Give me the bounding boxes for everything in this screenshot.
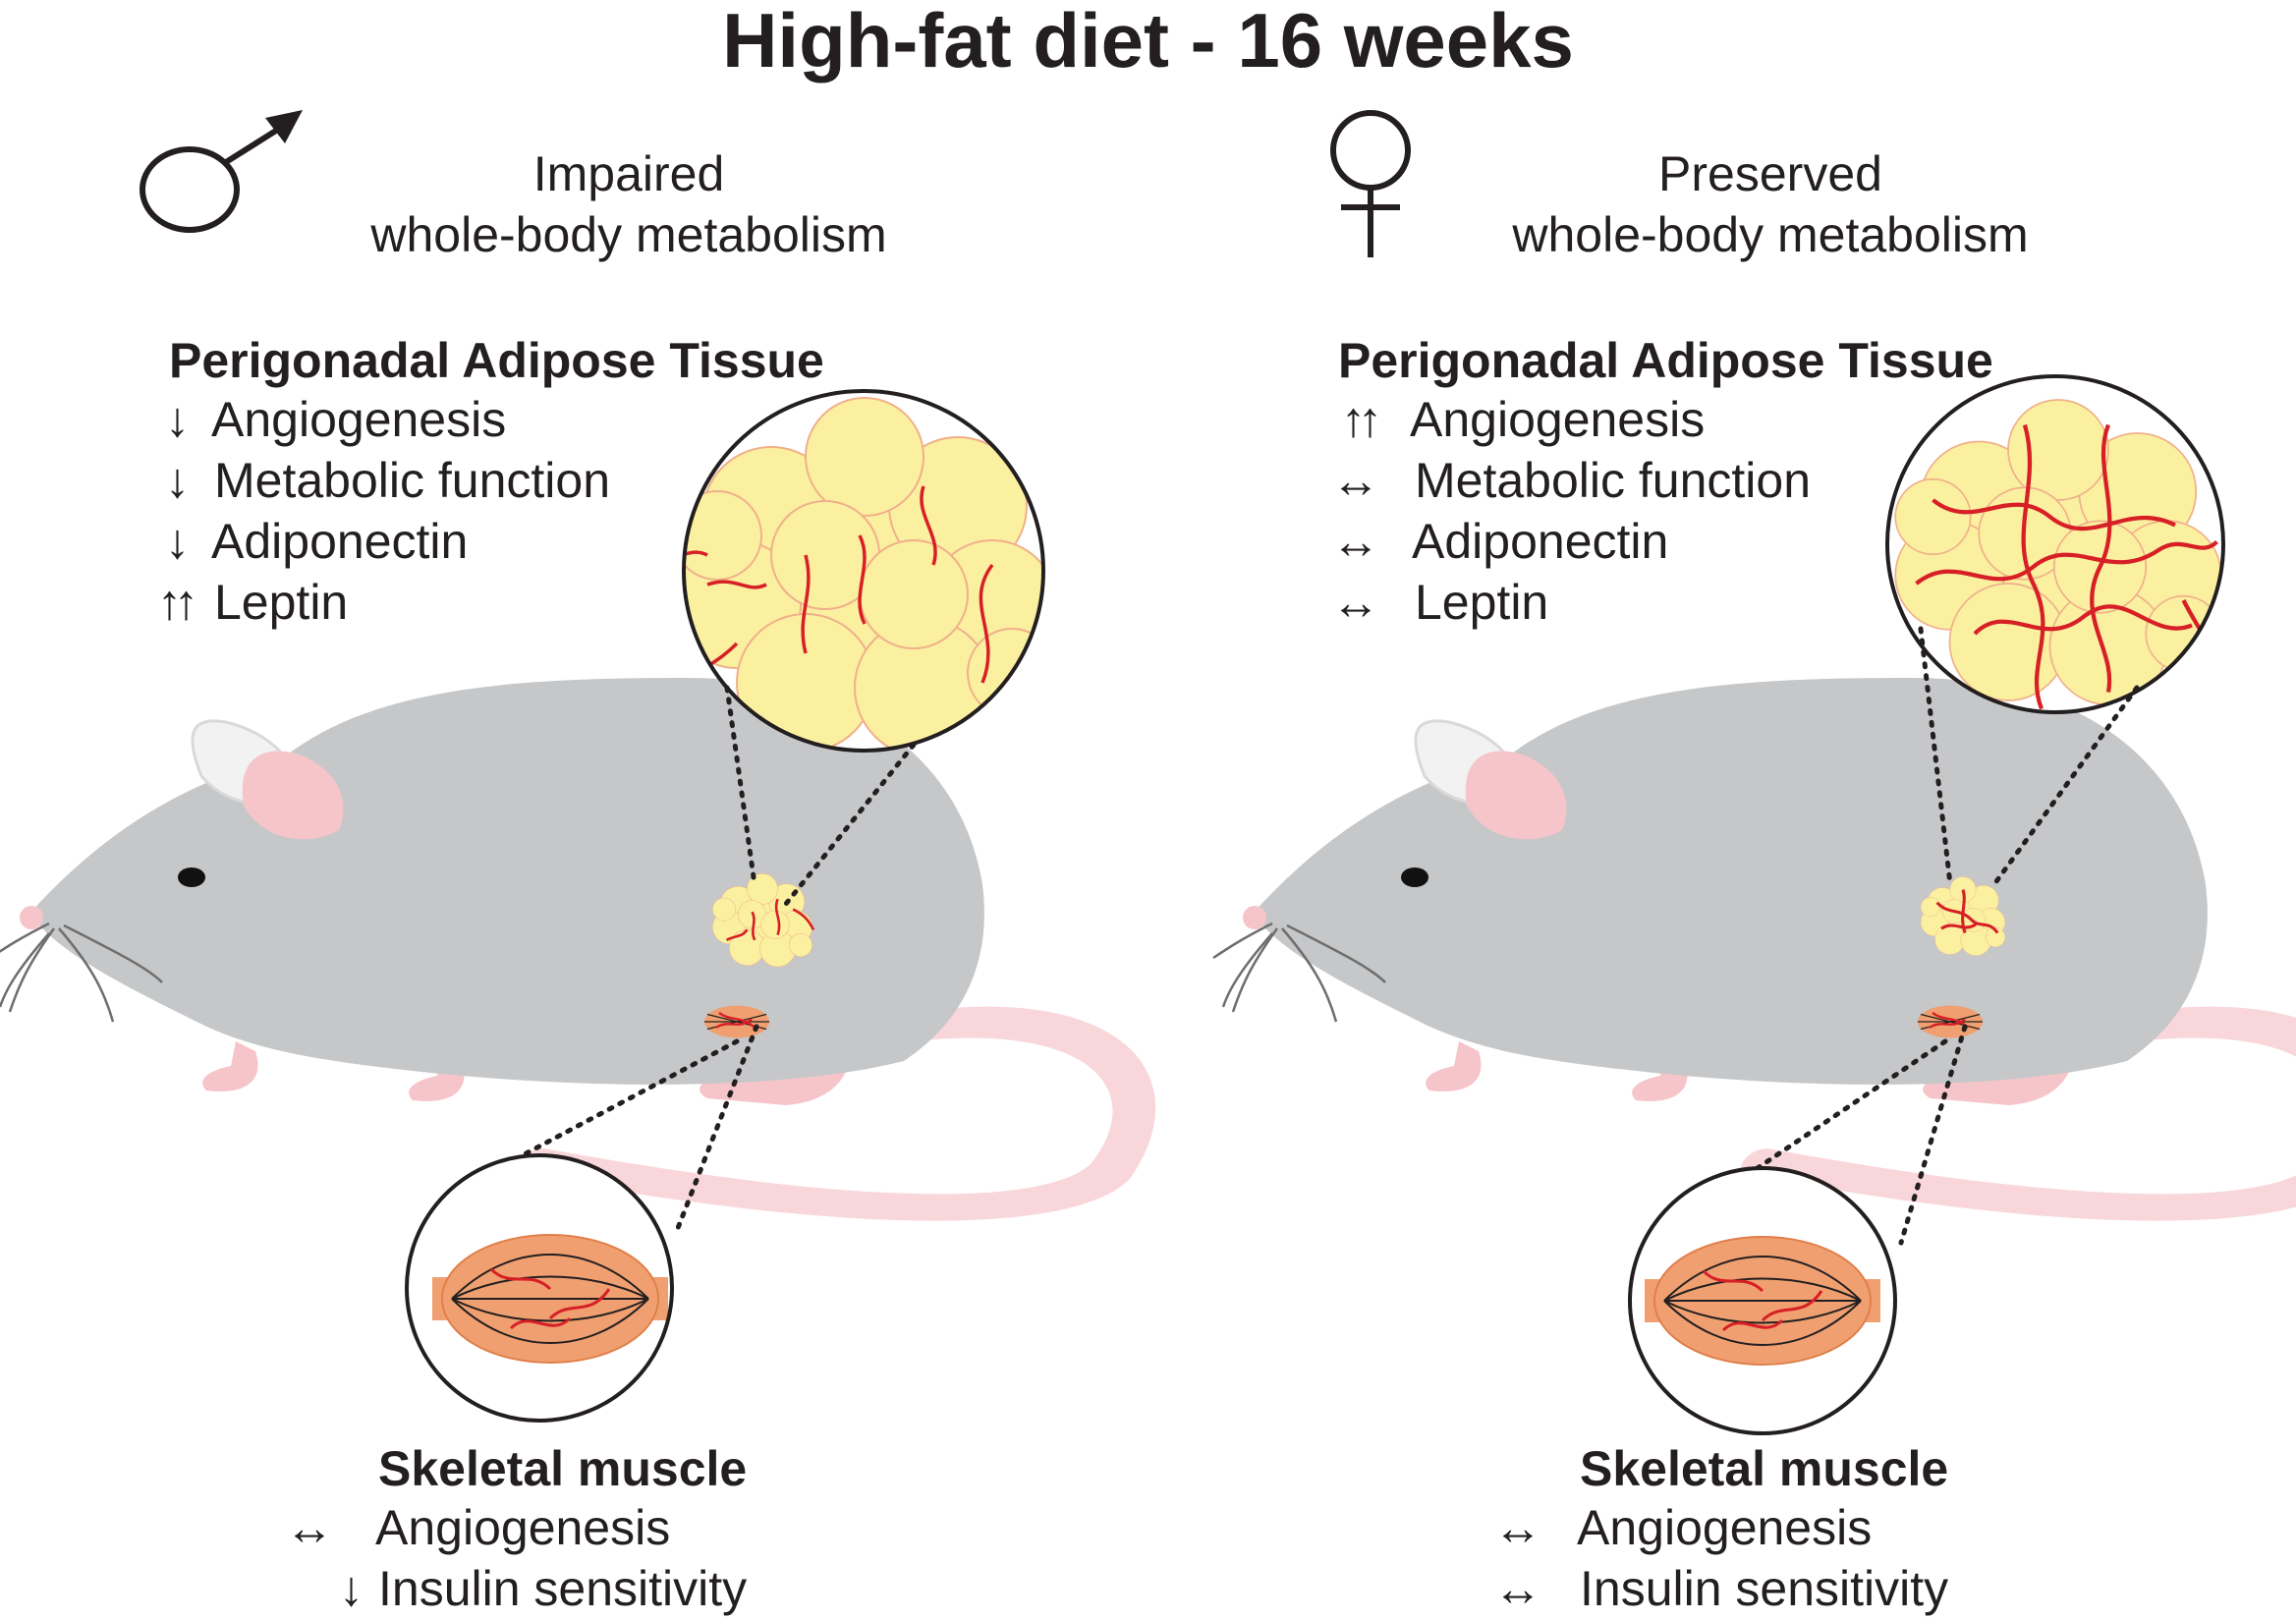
male-muscle-item-1-label: Insulin sensitivity: [378, 1561, 748, 1616]
female-adipose-item-3-arrow: ↔: [1331, 575, 1380, 630]
female-adipose-item-2-arrow: ↔: [1331, 514, 1380, 569]
female-summary-line2: whole-body metabolism: [1512, 207, 2029, 262]
male-mouse: [0, 676, 1157, 1223]
female-adipose-header: Perigonadal Adipose Tissue: [1338, 333, 1993, 388]
female-muscle-item-0-label: Angiogenesis: [1577, 1500, 1873, 1555]
female-summary-line1: Preserved: [1658, 146, 1882, 201]
male-adipose-item-3-arrow: ↑↑: [157, 575, 198, 630]
female-adipose-item-0-arrow: ↑↑: [1341, 392, 1382, 447]
male-muscle-item-1-arrow: ↓: [339, 1561, 364, 1616]
female-muscle-header: Skeletal muscle: [1580, 1441, 1949, 1496]
male-summary-line1: Impaired: [532, 146, 725, 201]
female-adipose-item-2-label: Adiponectin: [1412, 514, 1669, 569]
female-panel-graphics: [1211, 110, 2296, 1435]
male-panel-graphics: [0, 110, 1157, 1423]
male-adipose-item-0-arrow: ↓: [165, 392, 190, 447]
female-adipose-item-0-label: Angiogenesis: [1410, 392, 1706, 447]
male-adipose-item-3-label: Leptin: [214, 575, 349, 630]
male-adipose-header: Perigonadal Adipose Tissue: [169, 333, 824, 388]
female-symbol-icon: [1330, 110, 1411, 257]
figure-title: High-fat diet - 16 weeks: [722, 0, 1574, 84]
female-mouse: [1211, 676, 2296, 1223]
female-muscle-item-0-arrow: ↔: [1493, 1500, 1542, 1555]
female-muscle-item-1-label: Insulin sensitivity: [1580, 1561, 1949, 1616]
male-fat-depot: [712, 872, 815, 968]
male-muscle-item-0-arrow: ↔: [285, 1500, 334, 1555]
male-adipose-item-2-arrow: ↓: [165, 514, 190, 569]
female-adipose-item-1-label: Metabolic function: [1415, 453, 1812, 508]
female-adipose-item-3-label: Leptin: [1415, 575, 1549, 630]
male-symbol-icon: [140, 110, 303, 233]
male-muscle-item-0-label: Angiogenesis: [375, 1500, 671, 1555]
female-fat-depot: [1920, 876, 2006, 956]
male-muscle-header: Skeletal muscle: [378, 1441, 748, 1496]
male-adipose-item-1-arrow: ↓: [165, 453, 190, 508]
male-adipose-item-2-label: Adiponectin: [211, 514, 469, 569]
male-summary-line2: whole-body metabolism: [370, 207, 887, 262]
female-muscle-depot: [1917, 1005, 1984, 1038]
male-muscle-depot: [703, 1005, 770, 1038]
male-adipose-item-0-label: Angiogenesis: [211, 392, 507, 447]
male-adipose-item-1-label: Metabolic function: [214, 453, 611, 508]
female-adipose-item-1-arrow: ↔: [1331, 453, 1380, 508]
female-muscle-item-1-arrow: ↔: [1493, 1561, 1542, 1616]
